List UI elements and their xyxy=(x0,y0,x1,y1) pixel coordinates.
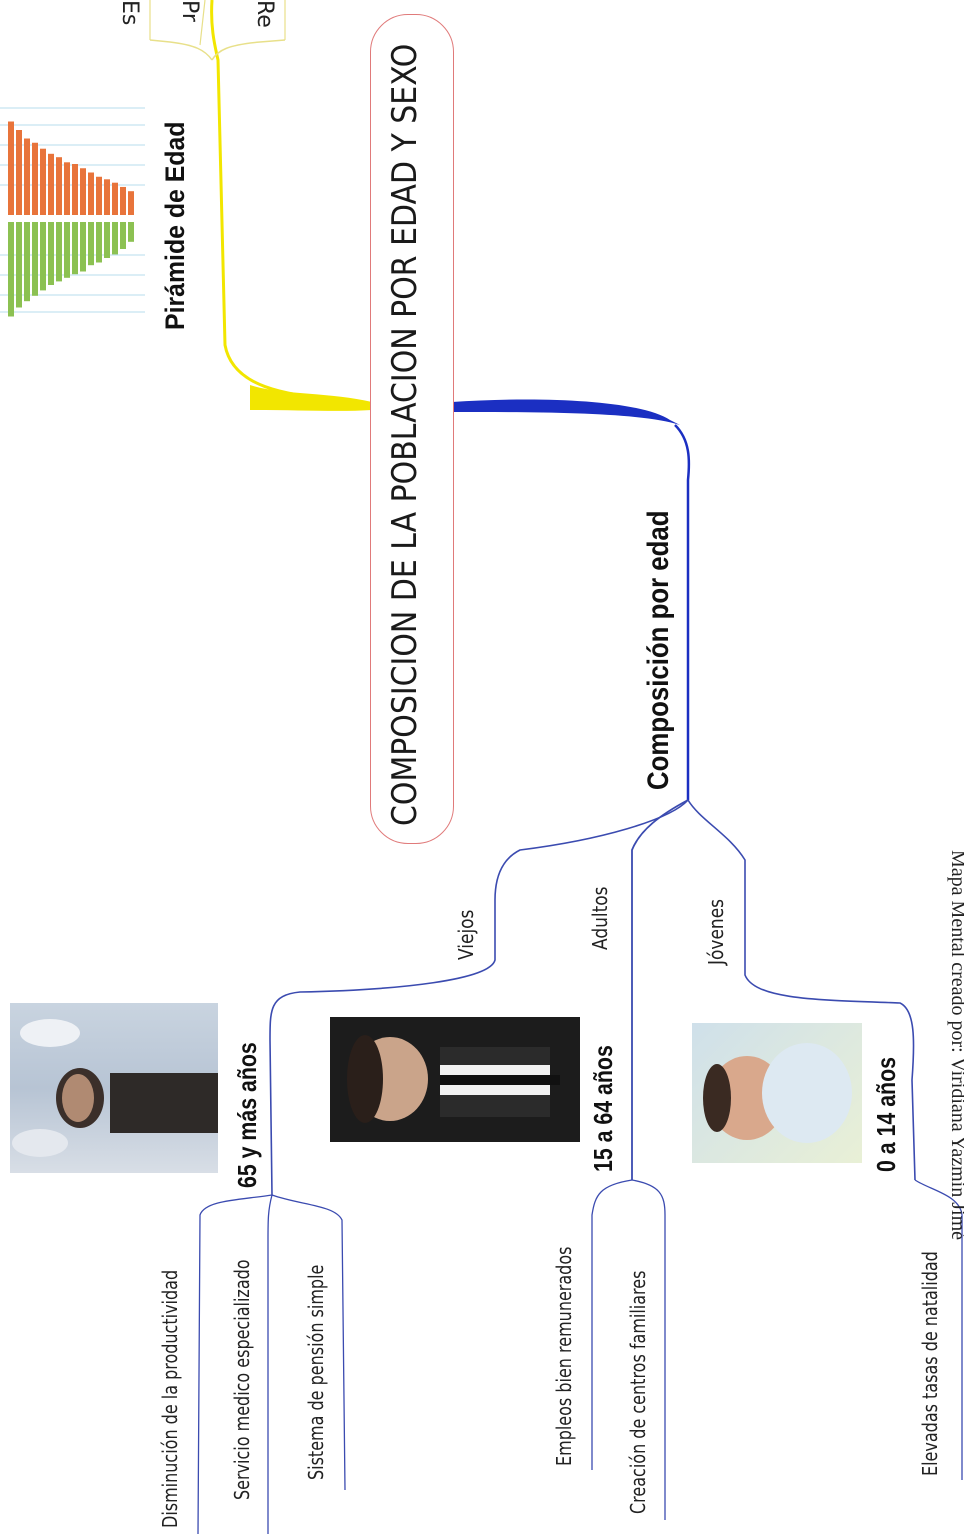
group-label-jovenes: Jóvenes xyxy=(704,898,728,965)
leaf-line-viejos-1 xyxy=(197,1194,273,1534)
pyramid-bar-left xyxy=(96,222,102,263)
age-branch-title: Composición por edad xyxy=(642,510,675,790)
group-label-adultos: Adultos xyxy=(588,886,612,950)
pyramid-bar-left xyxy=(128,222,134,242)
branch-jovenes xyxy=(687,799,916,1181)
cut-label-re: Re xyxy=(252,0,277,28)
pyramid-bar-left xyxy=(64,222,70,278)
pyramid-bar-right xyxy=(16,130,22,215)
pyramid-bar-left xyxy=(120,222,126,249)
item-viejos-3: Sistema de pensión simple xyxy=(304,1264,328,1480)
cut-label-pr: Pr xyxy=(177,0,202,22)
central-topic-box xyxy=(370,14,454,844)
pyramid-title: Pirámide de Edad xyxy=(160,121,190,330)
pyramid-bar-right xyxy=(112,182,118,215)
branch-adultos xyxy=(631,799,689,1180)
pyramid-bar-left xyxy=(16,222,22,308)
pyramid-bar-right xyxy=(128,191,134,215)
pyramid-bar-left xyxy=(56,222,62,282)
item-jovenes-1: Elevadas tasas de natalidad xyxy=(918,1251,942,1476)
central-topic: COMPOSICION DE LA POBLACION POR EDAD Y S… xyxy=(385,43,425,826)
pyramid-bar-left xyxy=(72,222,78,275)
pyramid-bar-left xyxy=(80,222,86,272)
photo-adult-man xyxy=(330,1017,580,1142)
pyramid-bar-left xyxy=(32,222,38,296)
range-jovenes: 0 a 14 años xyxy=(871,1057,901,1172)
photo-baby xyxy=(692,1023,862,1163)
yellow-branch-thick xyxy=(250,385,372,411)
pyramid-bar-left xyxy=(104,222,110,258)
pyramid-bar-right xyxy=(120,186,126,215)
pyramid-bar-left xyxy=(8,222,14,317)
pyramid-bar-right xyxy=(32,142,38,215)
photo-elderly-man xyxy=(10,1003,218,1173)
pyramid-bar-right xyxy=(88,172,94,215)
pyramid-thumbnail xyxy=(0,95,148,330)
pyramid-bar-right xyxy=(56,157,62,215)
leaf-line-adultos-2 xyxy=(631,1179,666,1520)
pyramid-bar-left xyxy=(24,222,30,302)
credit-text: Mapa Mental creado por: Viridiana Yazmin… xyxy=(947,850,964,1240)
pyramid-bar-left xyxy=(88,222,94,266)
yellow-bracket-lines xyxy=(149,0,286,46)
leaf-line-viejos-3 xyxy=(271,1194,346,1491)
pyramid-bar-right xyxy=(80,168,86,215)
item-adultos-1: Empleos bien remunerados xyxy=(552,1246,576,1466)
pyramid-bar-right xyxy=(104,179,110,215)
yellow-branch xyxy=(210,0,373,407)
pyramid-bar-right xyxy=(40,148,46,215)
pyramid-bar-left xyxy=(40,222,46,291)
item-viejos-2: Servicio medico especializado xyxy=(230,1259,254,1500)
cut-label-es: Es xyxy=(117,0,142,26)
item-viejos-1: Disminución de la productividad xyxy=(158,1269,182,1528)
pyramid-bar-right xyxy=(64,162,70,215)
leaf-line-jovenes-1 xyxy=(914,1179,963,1480)
pyramid-bar-right xyxy=(8,121,14,215)
blue-branch-line xyxy=(674,424,691,800)
pyramid-bar-left xyxy=(112,222,118,255)
group-label-viejos: Viejos xyxy=(454,909,478,960)
leaf-line-viejos-2 xyxy=(267,1194,273,1534)
pyramid-bar-right xyxy=(72,164,78,215)
pyramid-bar-left xyxy=(48,222,54,285)
branch-viejos xyxy=(269,799,689,1196)
pyramid-bar-right xyxy=(24,138,30,215)
leaf-line-adultos-1 xyxy=(591,1179,633,1470)
range-adultos: 15 a 64 años xyxy=(588,1045,618,1172)
blue-branch-thick xyxy=(452,399,680,425)
item-adultos-2: Creación de centros familiares xyxy=(626,1270,650,1514)
range-viejos: 65 y más años xyxy=(232,1042,262,1188)
pyramid-bar-right xyxy=(48,153,54,215)
yellow-bracket xyxy=(149,39,286,61)
pyramid-bar-right xyxy=(96,176,102,215)
